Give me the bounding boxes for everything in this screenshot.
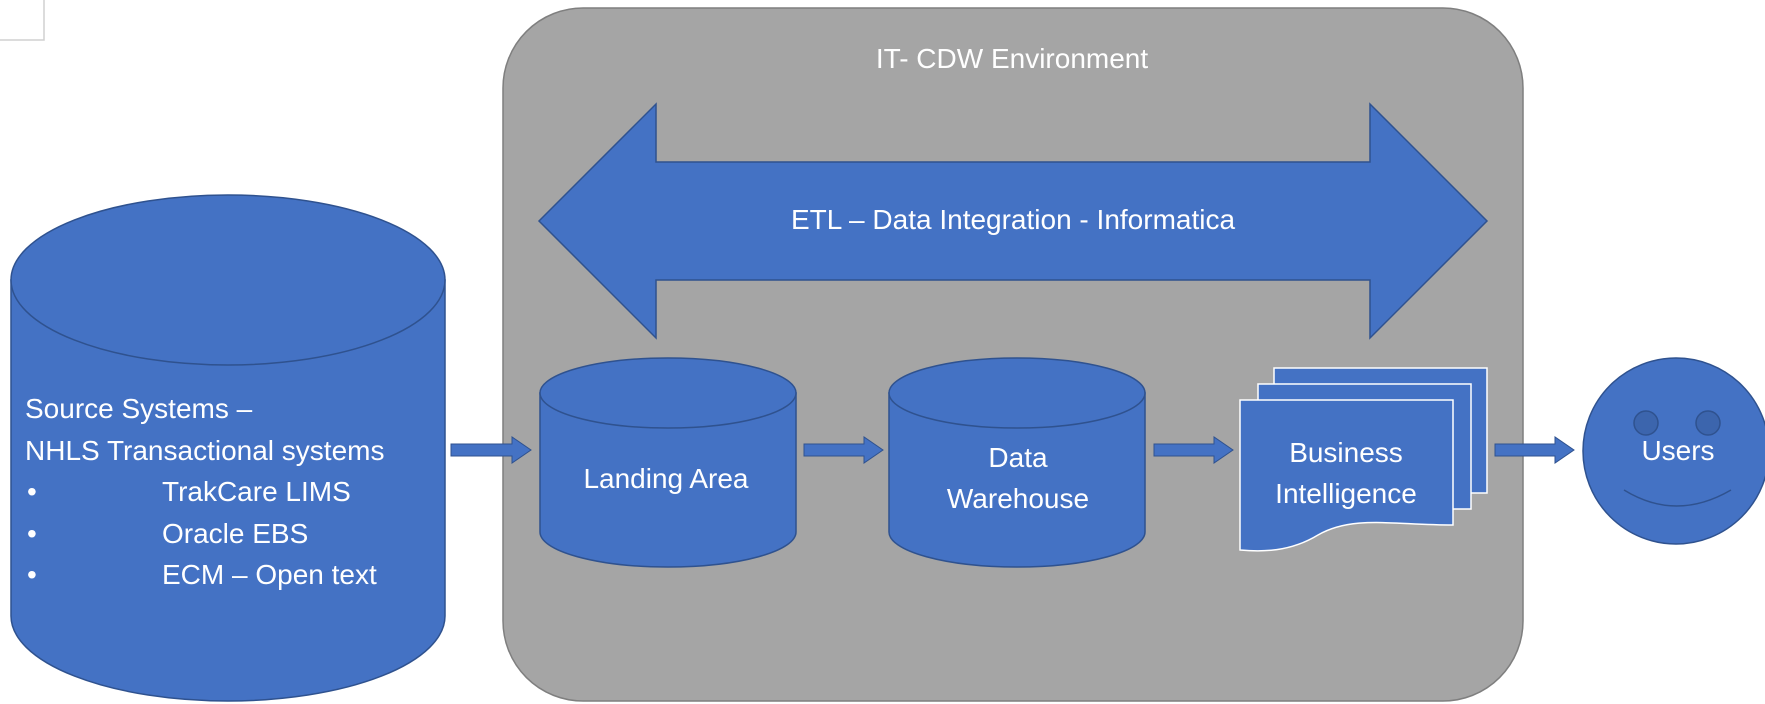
smile-icon (1623, 489, 1732, 507)
users-label: Users (1641, 435, 1714, 466)
source-item-ecm: ECM – Open text (162, 559, 377, 590)
right-eye-icon (1695, 410, 1721, 436)
etl-label: ETL – Data Integration - Informatica (791, 204, 1235, 235)
arrow-warehouse-to-bi (1153, 436, 1234, 464)
data-warehouse-cylinder (888, 357, 1146, 568)
arrow-bi-to-users (1494, 436, 1575, 464)
data-warehouse-label-line-2: Warehouse (947, 483, 1089, 514)
data-warehouse-label-line-1: Data (988, 442, 1048, 473)
business-intelligence-documents (1239, 367, 1488, 552)
environment-title: IT- CDW Environment (876, 43, 1148, 74)
bi-label-line-2: Intelligence (1275, 478, 1417, 509)
left-eye-icon (1633, 410, 1659, 436)
landing-area-label: Landing Area (583, 463, 748, 494)
users-smiley-face (1582, 357, 1765, 545)
corner-box (0, 0, 45, 41)
source-title-line-1: Source Systems – (25, 393, 253, 424)
source-item-oracle-ebs: Oracle EBS (162, 518, 308, 549)
source-systems-cylinder (10, 194, 446, 702)
landing-area-cylinder (539, 357, 797, 568)
arrow-landing-to-warehouse (803, 436, 884, 464)
source-bullet-2: • (27, 518, 37, 549)
etl-double-arrow (537, 102, 1489, 340)
arrow-source-to-landing (450, 436, 532, 464)
source-item-trakcare: TrakCare LIMS (162, 476, 351, 507)
source-bullet-1: • (27, 476, 37, 507)
bi-label-line-1: Business (1289, 437, 1403, 468)
source-bullet-3: • (27, 559, 37, 590)
source-title-line-2: NHLS Transactional systems (25, 435, 384, 466)
